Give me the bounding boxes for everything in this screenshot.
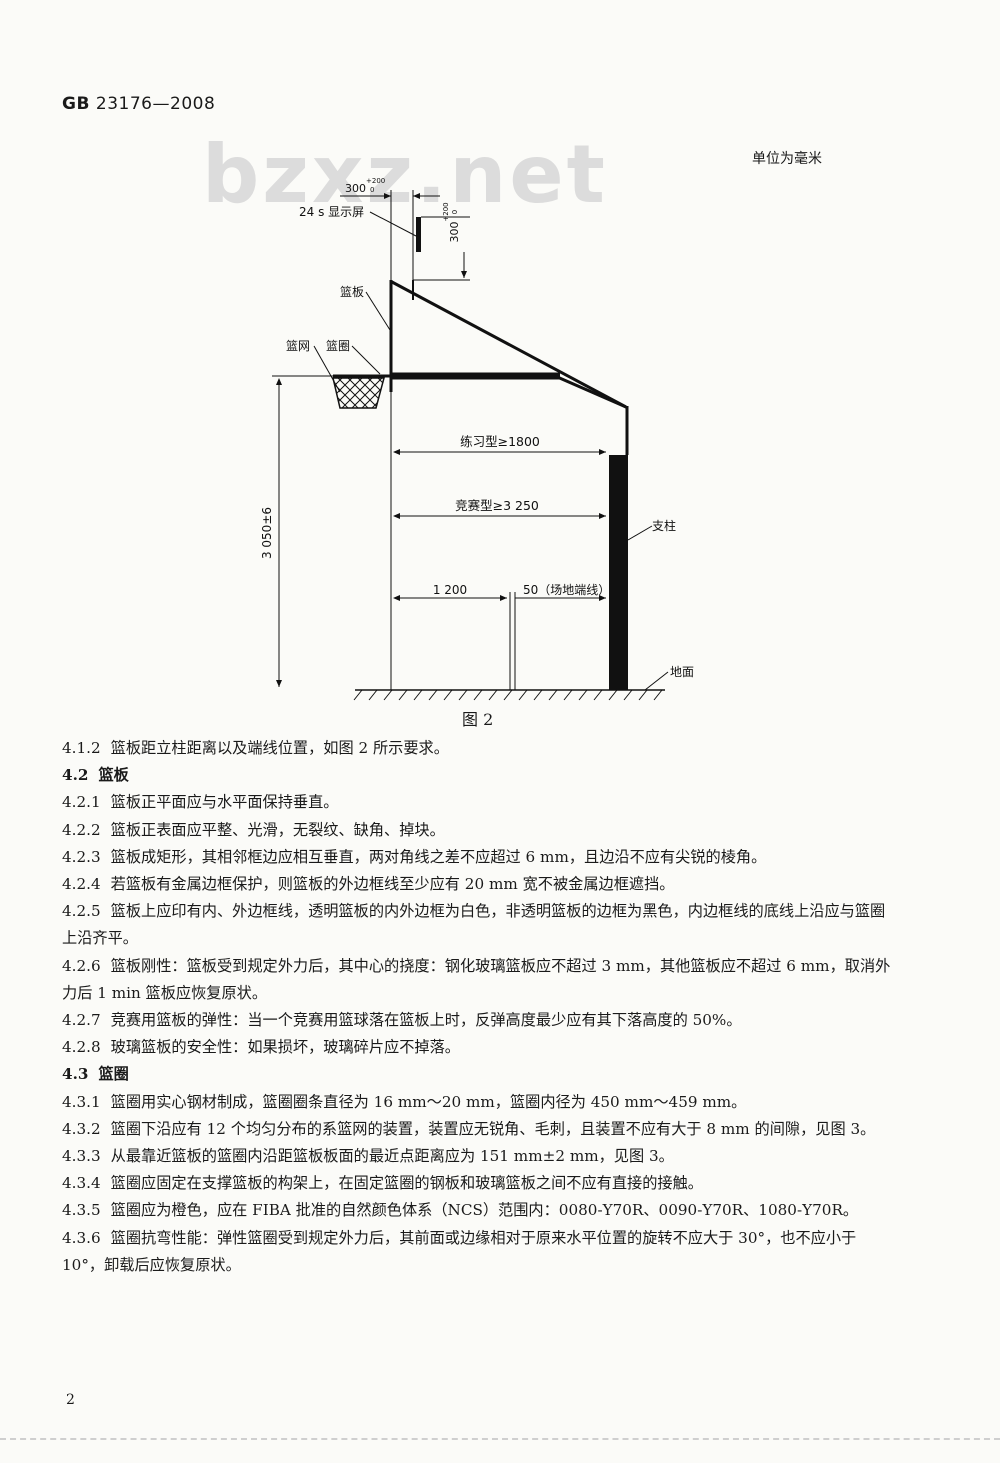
clause-text: 篮板正平面应与水平面保持垂直。 <box>110 793 339 812</box>
clause-text: 篮板正表面应平整、光滑，无裂纹、缺角、掉块。 <box>110 820 445 839</box>
clause-number: 4.3.2 <box>62 1119 101 1138</box>
rim-label: 篮圈 <box>326 338 350 353</box>
shot-clock-screen <box>416 217 421 252</box>
clause-paragraph: 4.2.1 篮板正平面应与水平面保持垂直。 <box>62 789 898 816</box>
support-arm-brace <box>554 374 627 409</box>
height-label: 3 050±6 <box>260 507 274 559</box>
endline-label: 50（场地端线） <box>523 583 610 597</box>
clause-text: 篮圈用实心钢材制成，篮圈圈条直径为 16 mm～20 mm，篮圈内径为 450 … <box>110 1092 747 1111</box>
clause-text: 篮圈 <box>98 1065 129 1084</box>
clause-paragraph: 4.3.1 篮圈用实心钢材制成，篮圈圈条直径为 16 mm～20 mm，篮圈内径为… <box>62 1089 898 1116</box>
clause-paragraph: 4.3.5 篮圈应为橙色，应在 FIBA 批准的自然颜色体系（NCS）范围内：00… <box>62 1197 898 1224</box>
clause-number: 4.2.7 <box>62 1011 101 1030</box>
section-heading: 4.2 篮板 <box>62 762 898 789</box>
clause-number: 4.3.5 <box>62 1201 101 1220</box>
net-leader <box>313 345 341 393</box>
top-v-label: 300 <box>448 222 461 243</box>
standard-number: 23176—2008 <box>95 94 216 114</box>
clause-text: 篮圈应固定在支撑篮板的构架上，在固定篮圈的钢板和玻璃篮板之间不应有直接的接触。 <box>110 1174 703 1193</box>
standard-prefix: GB <box>62 94 90 114</box>
figure-2-diagram: 3 050±6 练习型≥1800 竞赛型≥3 250 1 200 50（场地端线… <box>260 177 694 701</box>
clause-number: 4.2.4 <box>62 875 101 894</box>
pole-leader <box>627 525 653 541</box>
net-label: 篮网 <box>286 338 310 353</box>
ground-leader <box>644 671 669 691</box>
screen-label: 24 s 显示屏 <box>299 205 364 219</box>
backboard-label: 篮板 <box>340 284 364 299</box>
pole-label: 支柱 <box>652 518 676 533</box>
clause-paragraph: 4.2.7 竞赛用篮板的弹性：当一个竞赛用篮球落在篮板上时，反弹高度最少应有其下落… <box>62 1007 898 1034</box>
clause-text: 篮板距立柱距离以及端线位置，如图 2 所示要求。 <box>110 739 449 757</box>
clause-number: 4.3.6 <box>62 1228 101 1247</box>
watermark: bzxz.net <box>202 128 608 221</box>
clause-paragraph: 4.3.4 篮圈应固定在支撑篮板的构架上，在固定篮圈的钢板和玻璃篮板之间不应有直接… <box>62 1170 898 1197</box>
clause-number: 4.2.6 <box>62 956 101 975</box>
clause-number: 4.2.2 <box>62 820 101 839</box>
page-number: 2 <box>66 1392 75 1408</box>
clause-number: 4.2.5 <box>62 902 101 921</box>
figure-caption: 图 2 <box>462 710 494 729</box>
ground-hatching <box>353 689 663 701</box>
unit-note: 单位为毫米 <box>752 151 822 167</box>
backboard-leader <box>365 291 391 331</box>
clause-text: 篮板 <box>98 766 129 785</box>
clause-text: 篮板上应印有内、外边框线，透明篮板的内外边框为白色，非透明篮板的边框为黑色，内边… <box>62 902 886 948</box>
screen-leader <box>369 211 417 237</box>
clause-text: 篮圈应为橙色，应在 FIBA 批准的自然颜色体系（NCS）范围内：0080-Y7… <box>110 1201 859 1220</box>
pole <box>609 455 628 690</box>
practice-label: 练习型≥1800 <box>460 434 540 449</box>
clause-text: 篮板成矩形，其相邻框边应相互垂直，两对角线之差不应超过 6 mm，且边沿不应有尖… <box>110 847 767 866</box>
clause-text: 玻璃篮板的安全性：如果损坏，玻璃碎片应不掉落。 <box>110 1038 460 1057</box>
top-h-tol0: 0 <box>370 186 374 194</box>
clause-paragraph: 4.2.8 玻璃篮板的安全性：如果损坏，玻璃碎片应不掉落。 <box>62 1034 898 1061</box>
ground-label: 地面 <box>670 665 694 679</box>
clause-number: 4.2.3 <box>62 847 101 866</box>
section-heading: 4.3 篮圈 <box>62 1061 898 1088</box>
clause-number: 4.3.4 <box>62 1174 101 1193</box>
page-bottom-rule <box>0 1438 1000 1440</box>
clause-number: 4.3.3 <box>62 1147 101 1166</box>
clause-text: 篮板刚性：篮板受到规定外力后，其中心的挠度：钢化玻璃篮板应不超过 3 mm，其他… <box>62 956 891 1002</box>
clause-paragraph: 4.3.2 篮圈下沿应有 12 个均匀分布的系篮网的装置，装置应无锐角、毛刺，且装… <box>62 1116 898 1143</box>
clause-paragraph: 4.2.2 篮板正表面应平整、光滑，无裂纹、缺角、掉块。 <box>62 817 898 844</box>
clause-text: 竞赛用篮板的弹性：当一个竞赛用篮球落在篮板上时，反弹高度最少应有其下落高度的 5… <box>110 1011 742 1030</box>
clause-number: 4.2.8 <box>62 1038 101 1057</box>
dim-1200-label: 1 200 <box>433 583 467 597</box>
clause-paragraph: 4.2.4 若篮板有金属边框保护，则篮板的外边框线至少应有 20 mm 宽不被金属… <box>62 871 898 898</box>
clause-paragraph: 4.2.3 篮板成矩形，其相邻框边应相互垂直，两对角线之差不应超过 6 mm，且边… <box>62 844 898 871</box>
top-v-tol0: 0 <box>451 210 459 214</box>
top-h-tol: +200 <box>366 177 385 185</box>
clause-text: 从最靠近篮板的篮圈内沿距篮板板面的最近点距离应为 151 mm±2 mm，见图 … <box>110 1147 674 1166</box>
clause-paragraph: 4.1.2 篮板距立柱距离以及端线位置，如图 2 所示要求。 <box>62 735 898 762</box>
clause-text: 篮圈抗弯性能：弹性篮圈受到规定外力后，其前面或边缘相对于原来水平位置的旋转不应大… <box>62 1228 857 1274</box>
clause-number: 4.2.1 <box>62 793 101 812</box>
rim-leader <box>351 345 381 375</box>
clause-number: 4.2 <box>62 766 89 785</box>
top-v-tol: +200 <box>442 202 450 221</box>
body-text: 4.1.2 篮板距立柱距离以及端线位置，如图 2 所示要求。 4.2 篮板 4.2.1 篮… <box>62 735 898 1279</box>
basket-net <box>332 377 385 409</box>
competition-label: 竞赛型≥3 250 <box>455 498 539 513</box>
clause-text: 篮圈下沿应有 12 个均匀分布的系篮网的装置，装置应无锐角、毛刺，且装置不应有大… <box>110 1119 876 1138</box>
clause-number: 4.3.1 <box>62 1092 101 1111</box>
clause-text: 若篮板有金属边框保护，则篮板的外边框线至少应有 20 mm 宽不被金属边框遮挡。 <box>110 875 675 894</box>
clause-number: 4.3 <box>62 1065 89 1084</box>
top-h-label: 300 <box>345 182 366 195</box>
support-arm <box>391 280 627 409</box>
clause-paragraph: 4.3.3 从最靠近篮板的篮圈内沿距篮板板面的最近点距离应为 151 mm±2 m… <box>62 1143 898 1170</box>
clause-number: 4.1.2 <box>62 739 101 757</box>
